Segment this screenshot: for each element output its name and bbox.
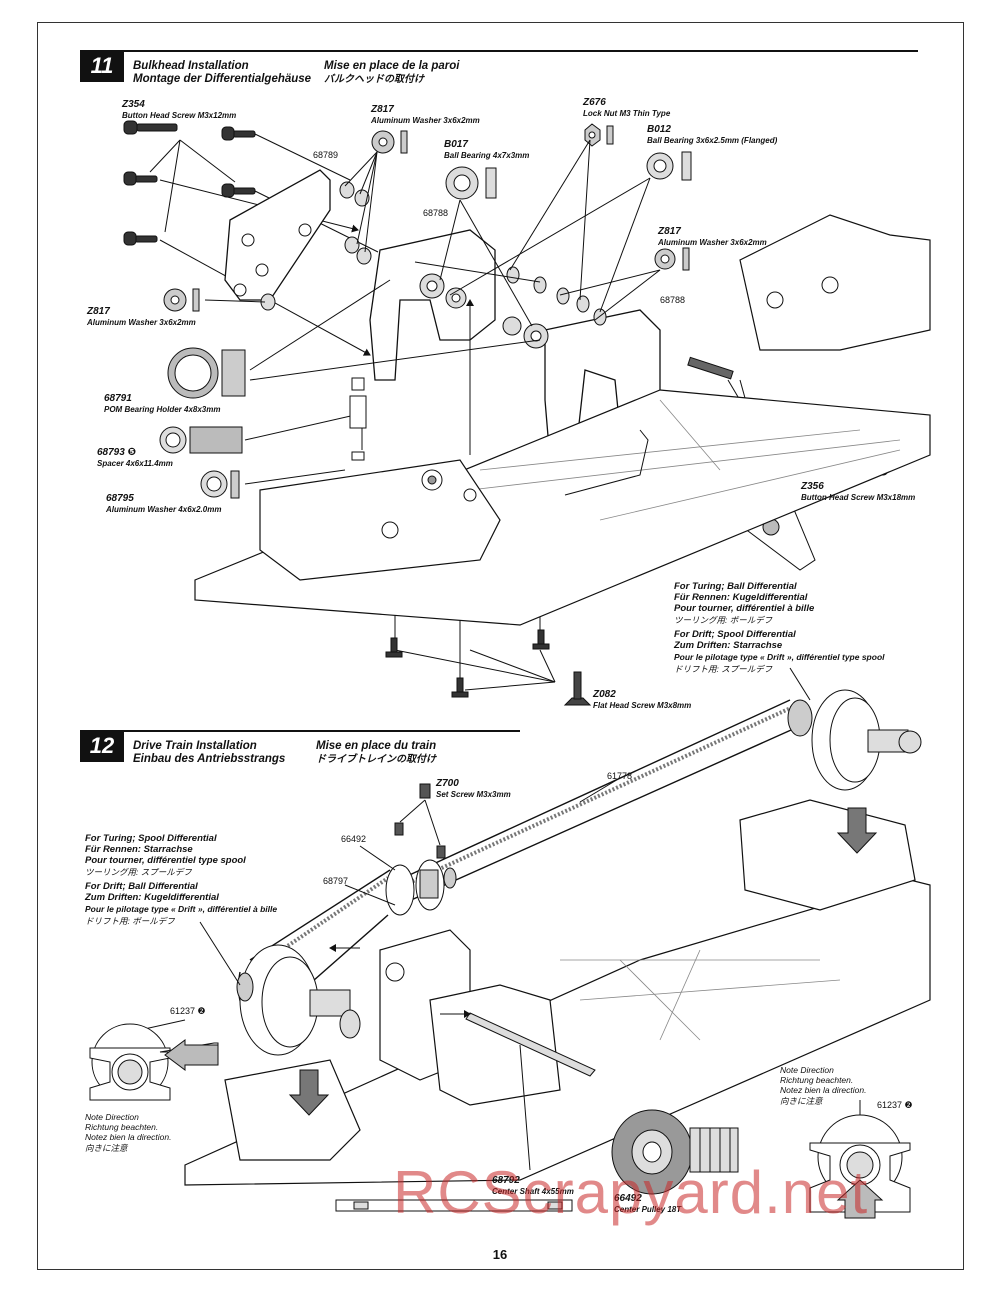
nd-right-l4: 向きに注意 xyxy=(780,1096,823,1106)
b017-desc: Ball Bearing 4x7x3mm xyxy=(444,151,530,160)
ref-61237-b: 61237 ❷ xyxy=(877,1100,913,1110)
s11-note-l5: For Drift; Spool Differential xyxy=(674,629,796,640)
z700-desc: Set Screw M3x3mm xyxy=(436,790,511,799)
z354-code: Z354 xyxy=(122,99,145,110)
b012-desc: Ball Bearing 3x6x2.5mm (Flanged) xyxy=(647,136,778,145)
ref-61237-a: 61237 ❷ xyxy=(170,1006,206,1016)
s12-note-l6: Zum Driften: Kugeldifferential xyxy=(85,892,219,903)
p68792-code: 68792 xyxy=(492,1175,520,1186)
z817b-desc: Aluminum Washer 3x6x2mm xyxy=(658,238,767,247)
s11-note-l7: Pour le pilotage type « Drift », différe… xyxy=(674,652,885,662)
s12-note-l4: ツーリング用: スプールデフ xyxy=(85,867,192,877)
z817a-code: Z817 xyxy=(371,104,394,115)
z817c-code: Z817 xyxy=(87,306,110,317)
z356-desc: Button Head Screw M3x18mm xyxy=(801,493,916,502)
z354-desc: Button Head Screw M3x12mm xyxy=(122,111,237,120)
p68792-desc: Center Shaft 4x55mm xyxy=(492,1187,574,1196)
s12-note-l8: ドリフト用: ボールデフ xyxy=(85,916,175,926)
p68793-desc: Spacer 4x6x11.4mm xyxy=(97,459,173,468)
nd-left-l1: Note Direction xyxy=(85,1112,139,1122)
step-12-badge: 12 xyxy=(80,730,124,762)
step-11-badge: 11 xyxy=(80,50,124,82)
b017-code: B017 xyxy=(444,139,468,150)
z676-code: Z676 xyxy=(583,97,606,108)
p68791-desc: POM Bearing Holder 4x8x3mm xyxy=(104,405,221,414)
s11-note-l3: Pour tourner, différentiel à bille xyxy=(674,603,815,614)
s11-note-l6: Zum Driften: Starrachse xyxy=(674,640,783,651)
ref-68788-b: 68788 xyxy=(660,295,686,305)
step-11-rule xyxy=(80,50,918,52)
s12-note-l5: For Drift; Ball Differential xyxy=(85,881,198,892)
nd-left-l3: Notez bien la direction. xyxy=(85,1132,172,1142)
step-12-title-jp: ドライブトレインの取付け xyxy=(316,754,436,765)
p68795-desc: Aluminum Washer 4x6x2.0mm xyxy=(106,505,222,514)
step-12-title-en: Drive Train Installation xyxy=(133,740,257,752)
step-11-title-en: Bulkhead Installation xyxy=(133,60,249,72)
nd-right-l2: Richtung beachten. xyxy=(780,1075,854,1085)
step-11-title-fr: Mise en place de la paroi xyxy=(324,60,460,72)
ref-68789: 68789 xyxy=(313,150,339,160)
z817b-code: Z817 xyxy=(658,226,681,237)
p68793-code: 68793 ❺ xyxy=(97,447,137,458)
p68791-code: 68791 xyxy=(104,393,132,404)
z817c-desc: Aluminum Washer 3x6x2mm xyxy=(87,318,196,327)
s12-note-l1: For Turing; Spool Differential xyxy=(85,833,217,844)
p68795-code: 68795 xyxy=(106,493,134,504)
z356-code: Z356 xyxy=(801,481,824,492)
s12-note-l2: Für Rennen: Starrachse xyxy=(85,844,193,855)
step-12-rule xyxy=(80,730,520,732)
page-number: 16 xyxy=(492,1247,508,1262)
s11-note-l8: ドリフト用: スプールデフ xyxy=(674,664,773,674)
z817a-desc: Aluminum Washer 3x6x2mm xyxy=(371,116,480,125)
s11-note-l4: ツーリング用: ボールデフ xyxy=(674,615,773,625)
nd-right-l1: Note Direction xyxy=(780,1065,834,1075)
step-11-title-jp: バルクヘッドの取付け xyxy=(324,74,424,85)
step-12-title-fr: Mise en place du train xyxy=(316,740,437,752)
ref-68797: 68797 xyxy=(323,876,349,886)
ref-61778: 61778 xyxy=(607,771,633,781)
step-12-title-de: Einbau des Antriebsstrangs xyxy=(133,753,286,765)
z354-screws xyxy=(123,120,256,246)
z082-desc: Flat Head Screw M3x8mm xyxy=(593,701,692,710)
nd-right-l3: Notez bien la direction. xyxy=(780,1085,867,1095)
nd-left-l2: Richtung beachten. xyxy=(85,1122,159,1132)
z676-desc: Lock Nut M3 Thin Type xyxy=(583,109,671,118)
s12-note-l3: Pour tourner, différentiel type spool xyxy=(85,855,246,866)
nd-left-l4: 向きに注意 xyxy=(85,1143,128,1153)
watermark: RCScrapyard.net xyxy=(393,1159,869,1226)
z700-code: Z700 xyxy=(436,778,459,789)
s11-note-l1: For Turing; Ball Differential xyxy=(674,581,797,592)
s11-note-l2: Für Rennen: Kugeldifferential xyxy=(674,592,808,603)
page-frame xyxy=(37,22,964,1270)
step-11-title-de: Montage der Differentialgehäuse xyxy=(133,73,312,85)
ref-66492: 66492 xyxy=(341,834,367,844)
p66492-code: 66492 xyxy=(614,1193,642,1204)
b012-code: B012 xyxy=(647,124,671,135)
ref-68788-a: 68788 xyxy=(423,208,449,218)
s12-note-l7: Pour le pilotage type « Drift », différe… xyxy=(85,904,278,914)
z082-code: Z082 xyxy=(593,689,616,700)
p66492-desc: Center Pulley 18T xyxy=(614,1205,682,1214)
